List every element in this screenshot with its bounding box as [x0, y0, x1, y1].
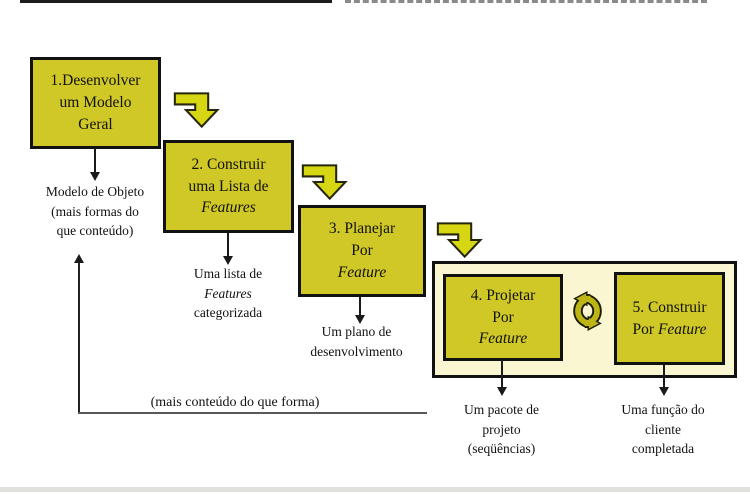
step-5-line: 5. Construir: [632, 298, 707, 316]
down-arrow-icon: [497, 387, 507, 396]
step-box-3: 3. Planejar Por Feature: [298, 205, 426, 297]
step-box-1: 1.Desenvolver um Modelo Geral: [30, 57, 161, 149]
cropped-text-remnant-right: [345, 0, 707, 3]
step-box-4: 4. Projetar Por Feature: [443, 274, 563, 361]
step-4-line: Feature: [478, 330, 528, 348]
down-arrow-icon: [355, 315, 365, 324]
up-arrow-icon: [74, 254, 84, 263]
step-box-5: 5. Construir Por Feature: [614, 272, 725, 365]
step-2-line: 2. Construir: [191, 155, 266, 173]
step-5-line: Por Feature: [632, 320, 707, 338]
down-arrow-icon: [94, 148, 96, 174]
down-arrow-icon: [223, 256, 233, 265]
cropped-text-remnant-left: [20, 0, 332, 3]
step-3-line: Feature: [337, 263, 387, 281]
feedback-label: (mais conteúdo do que forma): [150, 395, 320, 410]
step-1-line: 1.Desenvolver: [50, 72, 141, 90]
down-arrow-icon: [227, 233, 229, 258]
down-arrow-icon: [359, 297, 361, 317]
step-3-line: Por: [351, 242, 373, 260]
down-arrow-icon: [659, 387, 669, 396]
down-arrow-icon: [90, 172, 100, 181]
feedback-line-horizontal: [78, 412, 427, 414]
step-1-line: um Modelo: [59, 94, 132, 112]
cycle-arrows-icon: [573, 290, 602, 332]
down-arrow-icon: [501, 360, 503, 389]
bent-arrow-icon: [301, 164, 348, 201]
bent-arrow-icon: [173, 92, 220, 129]
step-2-line: uma Lista de: [188, 177, 269, 195]
step-4-line: 4. Projetar: [470, 286, 536, 304]
step-2-line: Features: [201, 199, 256, 217]
bent-arrow-icon: [436, 222, 483, 259]
step-box-2: 2. Construir uma Lista de Features: [163, 140, 294, 233]
step-3-line: 3. Planejar: [328, 220, 396, 238]
page-bottom-rule: [0, 487, 750, 492]
down-arrow-icon: [663, 365, 665, 389]
step-1-line: Geral: [78, 115, 113, 133]
step-4-line: Por: [492, 308, 514, 326]
feedback-line-vertical: [78, 263, 80, 414]
